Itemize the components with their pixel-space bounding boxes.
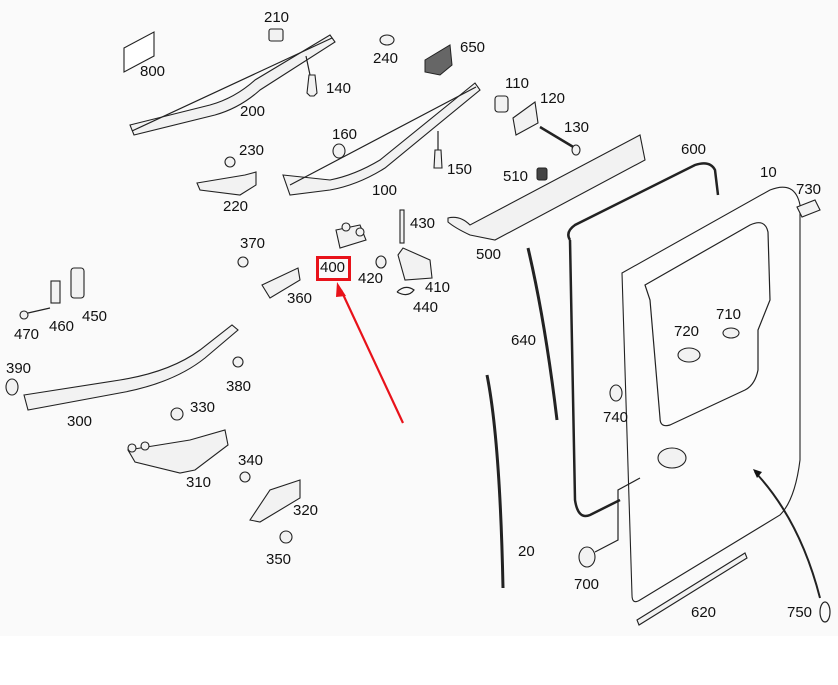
label-350[interactable]: 350: [266, 551, 292, 568]
label-390[interactable]: 390: [6, 360, 32, 377]
part-100-upper-rail: [282, 82, 481, 196]
label-700[interactable]: 700: [574, 576, 600, 593]
part-370-screw: [237, 256, 249, 268]
label-720[interactable]: 720: [674, 323, 700, 340]
label-420[interactable]: 420: [358, 270, 384, 287]
label-750[interactable]: 750: [787, 604, 813, 621]
label-400[interactable]: 400: [320, 259, 346, 276]
label-150[interactable]: 150: [447, 161, 473, 178]
label-320[interactable]: 320: [293, 502, 319, 519]
part-640-seal: [526, 247, 559, 421]
part-350-bolt: [279, 530, 293, 544]
label-120[interactable]: 120: [540, 90, 566, 107]
part-130-bolt: [539, 125, 576, 150]
part-450-striker-plate: [70, 267, 85, 299]
part-150-screw: [433, 149, 443, 169]
callout-arrowhead: [336, 282, 346, 297]
label-310[interactable]: 310: [186, 474, 212, 491]
part-510-nut: [536, 167, 548, 181]
part-460-striker: [50, 280, 61, 304]
label-210[interactable]: 210: [264, 9, 290, 26]
label-730[interactable]: 730: [796, 181, 822, 198]
label-470[interactable]: 470: [14, 326, 40, 343]
part-420-screw: [375, 255, 387, 269]
label-200[interactable]: 200: [240, 103, 266, 120]
label-510[interactable]: 510: [503, 168, 529, 185]
part-200-center-rail: [129, 34, 336, 136]
label-10[interactable]: 10: [760, 164, 777, 181]
highlight-box-400: [316, 256, 351, 281]
part-300-lower-rail: [23, 324, 239, 411]
label-600[interactable]: 600: [681, 141, 707, 158]
part-740-clip: [609, 384, 623, 402]
label-300[interactable]: 300: [67, 413, 93, 430]
part-320-bracket: [249, 479, 301, 523]
label-370[interactable]: 370: [240, 235, 266, 252]
part-20-seal: [485, 374, 505, 589]
part-390-grommet: [5, 378, 19, 396]
part-700-plug: [578, 546, 596, 568]
label-640[interactable]: 640: [511, 332, 537, 349]
part-240-grommet: [379, 34, 395, 46]
part-620-lower-trim: [636, 552, 748, 626]
part-470-screw: [19, 310, 29, 320]
label-500[interactable]: 500: [476, 246, 502, 263]
label-360[interactable]: 360: [287, 290, 313, 307]
label-650[interactable]: 650: [460, 39, 486, 56]
part-380-screw: [232, 356, 244, 368]
part-160-grommet: [332, 143, 346, 159]
callout-arrow: [340, 289, 404, 424]
label-140[interactable]: 140: [326, 80, 352, 97]
part-210-end-stop: [268, 28, 284, 42]
label-620[interactable]: 620: [691, 604, 717, 621]
part-230-screw: [224, 156, 236, 168]
label-130[interactable]: 130: [564, 119, 590, 136]
label-160[interactable]: 160: [332, 126, 358, 143]
part-600-door-seal: [567, 162, 720, 518]
parts-diagram: 210 800 240 650 140 200 110 120 130 160 …: [5, 9, 831, 626]
label-110[interactable]: 110: [505, 75, 529, 92]
part-430-pin: [399, 209, 405, 244]
label-220[interactable]: 220: [223, 198, 249, 215]
part-730-buffer: [796, 199, 821, 218]
label-240[interactable]: 240: [373, 50, 399, 67]
part-800-sticker: [123, 31, 155, 73]
part-330-screw: [170, 407, 184, 421]
part-440-clip: [396, 286, 415, 296]
part-410-hinge-bracket: [397, 247, 433, 281]
part-720-clip: [677, 347, 701, 363]
label-380[interactable]: 380: [226, 378, 252, 395]
part-10-door-panel: [621, 186, 801, 603]
label-430[interactable]: 430: [410, 215, 436, 232]
label-710[interactable]: 710: [716, 306, 742, 323]
part-500-trim: [447, 134, 646, 241]
part-110-clip: [494, 95, 509, 113]
part-310-roller-arm: [127, 429, 229, 474]
part-750-pointer: [754, 471, 821, 599]
label-460[interactable]: 460: [49, 318, 75, 335]
part-360-bracket: [261, 267, 301, 299]
label-740[interactable]: 740: [603, 409, 629, 426]
label-20[interactable]: 20: [518, 543, 535, 560]
label-410[interactable]: 410: [425, 279, 451, 296]
part-340-screw: [239, 471, 251, 483]
part-650-cover: [424, 44, 453, 76]
part-220-bracket: [196, 171, 257, 196]
diagram-drawing: [5, 28, 831, 626]
label-330[interactable]: 330: [190, 399, 216, 416]
part-140-screw: [306, 74, 318, 97]
part-710-clip: [722, 327, 740, 339]
label-230[interactable]: 230: [239, 142, 265, 159]
part-750-plug: [819, 601, 831, 623]
part-120-plate: [512, 101, 539, 136]
label-800[interactable]: 800: [140, 63, 166, 80]
label-440[interactable]: 440: [413, 299, 439, 316]
label-340[interactable]: 340: [238, 452, 264, 469]
label-100[interactable]: 100: [372, 182, 398, 199]
label-450[interactable]: 450: [82, 308, 108, 325]
